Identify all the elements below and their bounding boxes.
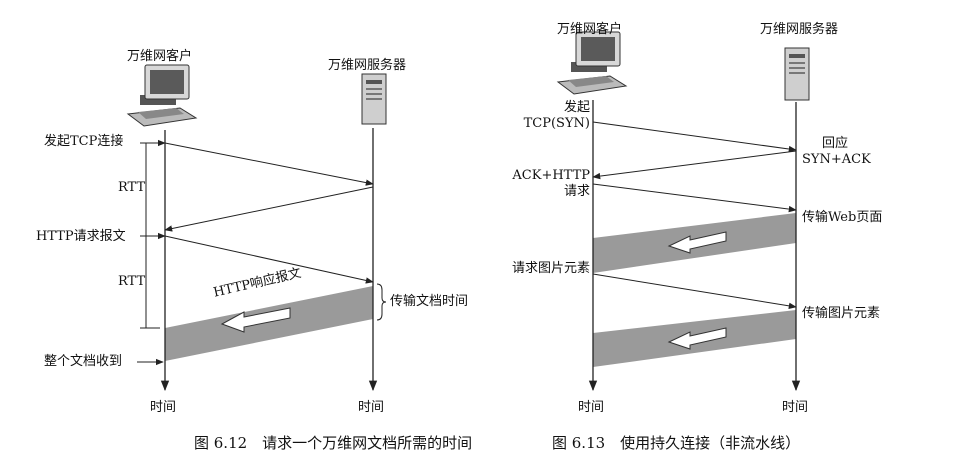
rtt-label-2: RTT: [118, 274, 146, 289]
ack-label-2: 请求: [563, 184, 590, 199]
figure-caption-6-13: 图 6.13 使用持久连接（非流水线）: [552, 434, 801, 452]
transfer-time-label: 传输文档时间: [390, 294, 469, 309]
client-label: 万维网客户: [127, 49, 193, 64]
request-image-label: 请求图片元素: [511, 261, 590, 276]
server-label-2: 万维网服务器: [760, 22, 839, 37]
server-icon: [361, 73, 387, 125]
transfer-band: [165, 286, 373, 361]
ack-label-1: ACK+HTTP: [512, 168, 590, 183]
send-page-label: 传输Web页面: [802, 210, 883, 225]
page-direction-icon: [667, 231, 727, 254]
synack-message: [164, 186, 374, 232]
rtt-label-1: RTT: [118, 180, 146, 195]
server-time-label: 时间: [358, 400, 385, 415]
http-request-message: [164, 235, 374, 284]
transfer-brace: [376, 283, 387, 321]
send-image-label: 传输图片元素: [802, 306, 881, 321]
doc-received-label: 整个文档收到: [44, 354, 123, 369]
reply-label-2: SYN+ACK: [802, 152, 871, 167]
image-direction-icon: [667, 327, 727, 350]
server-time-label-2: 时间: [782, 400, 809, 415]
http-request-label: HTTP请求报文: [36, 229, 126, 244]
syn-message: [164, 142, 374, 186]
client-computer-icon: [126, 64, 198, 127]
client-time-label-2: 时间: [578, 400, 605, 415]
response-direction-icon: [220, 307, 291, 333]
figure-caption-6-12: 图 6.12 请求一个万维网文档所需的时间: [194, 434, 473, 452]
client-label-2: 万维网客户: [557, 22, 623, 37]
server-label: 万维网服务器: [328, 58, 407, 73]
syn-label-2: TCP(SYN): [523, 116, 590, 131]
syn-label-1: 发起: [563, 100, 590, 115]
client-time-label: 时间: [150, 400, 177, 415]
step-tcp-label: 发起TCP连接: [44, 134, 124, 149]
reply-label-1: 回应: [822, 136, 849, 151]
server-icon-2: [784, 47, 810, 101]
client-computer-icon-2: [556, 31, 628, 95]
